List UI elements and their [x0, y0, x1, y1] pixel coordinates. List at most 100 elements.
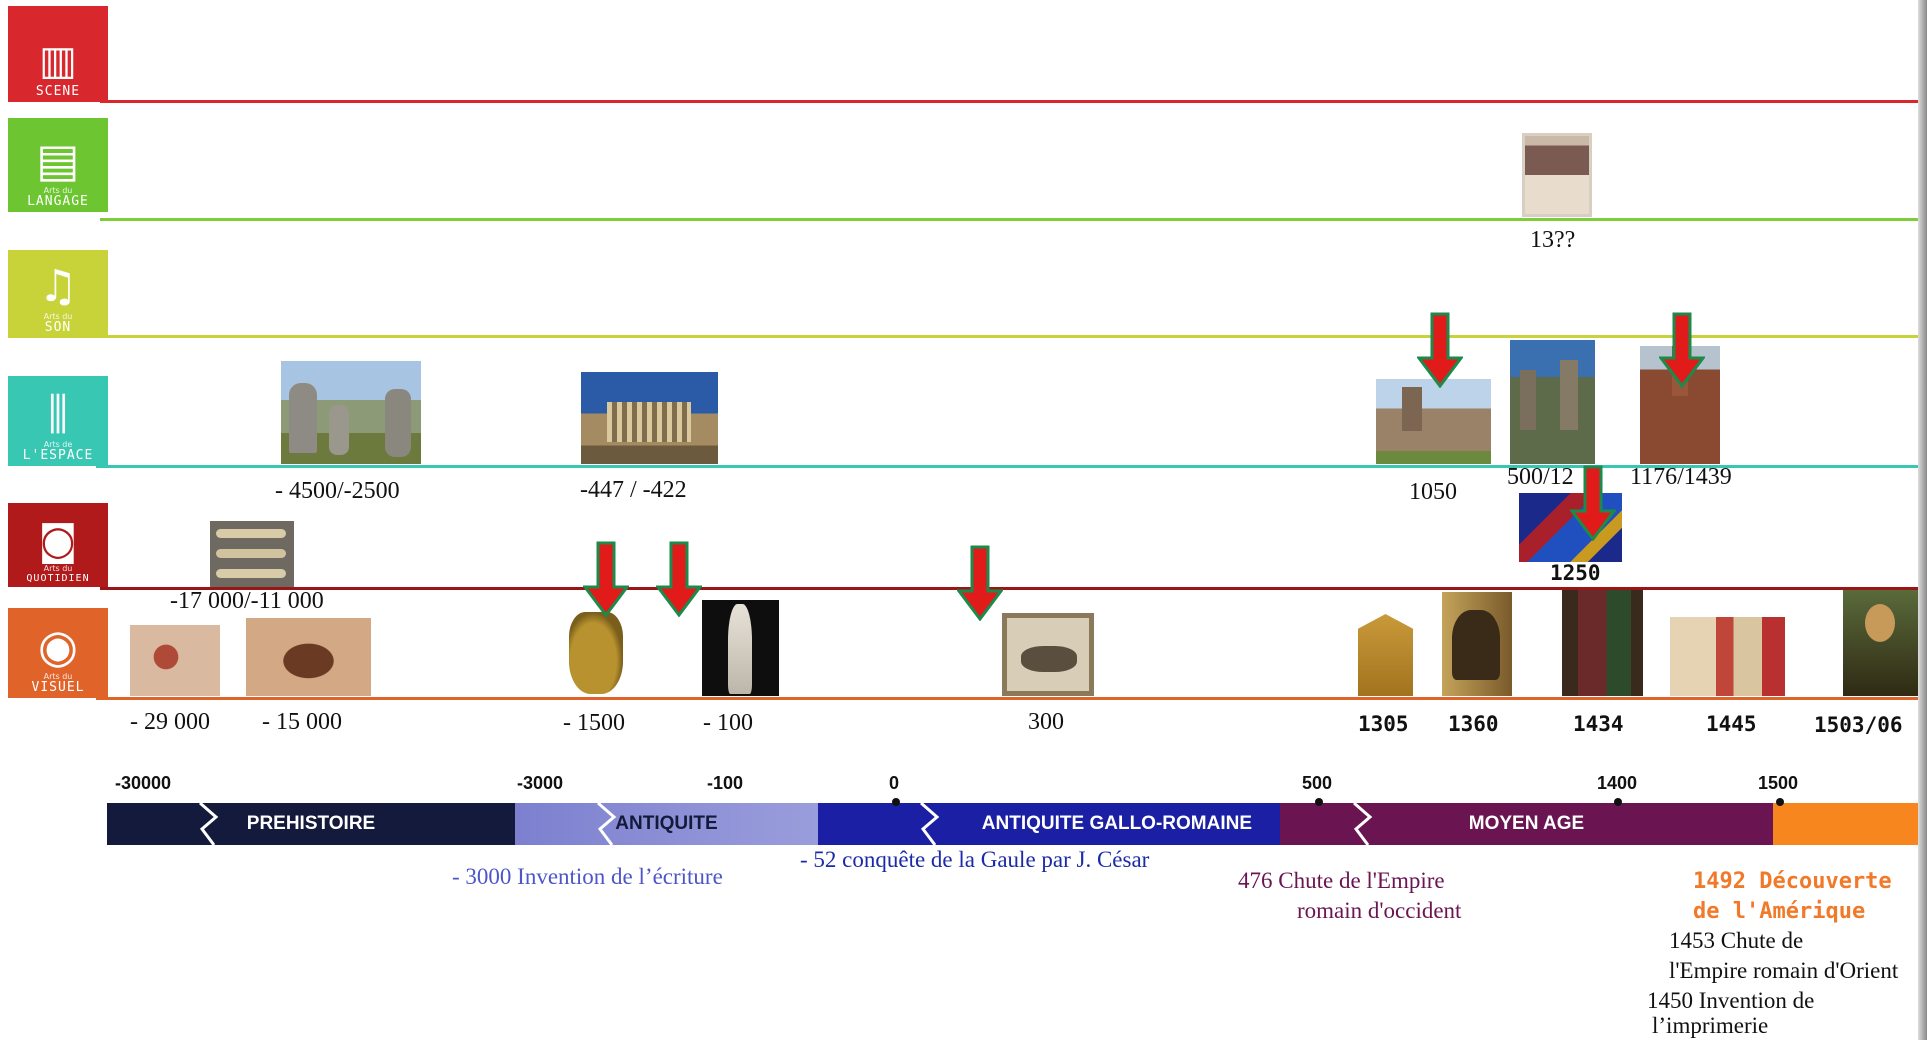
line-quotidien [100, 587, 1927, 590]
timeline-tick: -3000 [517, 773, 564, 793]
era-prehistoire-label: PREHISTOIRE [246, 813, 376, 834]
artwork-annunciation [1670, 617, 1785, 696]
line-scene [100, 100, 1927, 103]
category-visuel-label: VISUEL [31, 679, 85, 695]
category-langage-label: LANGAGE [27, 193, 89, 209]
timeline-tick: -30000 [115, 773, 172, 793]
arrow-down-icon [656, 541, 702, 617]
category-langage-sub: Arts du [43, 185, 73, 195]
date-annunciation: 1445 [1706, 712, 1757, 736]
event-imprimerie-1: 1450 Invention de [1647, 988, 1815, 1013]
timeline-tick: -100 [707, 773, 744, 793]
date-parthenon: -447 / -422 [580, 477, 687, 503]
line-visuel [96, 697, 1927, 700]
date-venus-de-milo: - 100 [703, 710, 753, 736]
date-vase: - 1500 [563, 710, 625, 736]
category-espace-icon: ⫼ Arts de L'ESPACE [8, 376, 108, 466]
artwork-vase [563, 608, 629, 696]
event-empire-orient-2: l'Empire romain d'Orient [1669, 958, 1899, 983]
eye-icon: ◉ [37, 618, 79, 673]
date-mona-lisa: 1503/06 [1814, 713, 1903, 737]
category-espace-sub: Arts de [43, 439, 73, 449]
tick-dot [892, 798, 900, 806]
event-amerique-1: 1492 Découverte [1693, 869, 1892, 894]
arrow-down-icon [957, 545, 1003, 621]
category-visuel-icon: ◉ Arts du VISUEL [8, 608, 108, 698]
category-espace-label: L'ESPACE [22, 447, 94, 463]
category-scene-icon: ▥ SCENE [8, 6, 108, 102]
artwork-mosaic [1002, 613, 1094, 696]
event-empire-orient-1: 1453 Chute de [1669, 928, 1804, 953]
date-cave-hand: - 29 000 [130, 709, 210, 735]
date-lascaux-horse: - 15 000 [262, 709, 342, 735]
timeline-tick: 0 [889, 773, 900, 793]
date-arnolfini: 1434 [1573, 712, 1624, 736]
era-gallo-romaine-label: ANTIQUITE GALLO-ROMAINE [981, 813, 1252, 834]
artwork-carcassonne [1510, 340, 1595, 464]
line-langage [100, 218, 1927, 221]
category-langage-icon: ▤ Arts du LANGAGE [8, 118, 108, 212]
artwork-venus-de-milo [702, 600, 779, 696]
category-quotidien-label: QUOTIDIEN [26, 573, 90, 584]
date-mosaic: 300 [1028, 709, 1064, 735]
timeline-tick: 1500 [1758, 773, 1799, 793]
date-stained-glass: 1250 [1550, 561, 1601, 585]
category-son-sub: Arts du [43, 311, 73, 321]
artwork-altarpiece [1358, 614, 1413, 696]
date-bone-tools: -17 000/-11 000 [170, 588, 324, 614]
artwork-manuscript [1522, 133, 1592, 217]
theater-curtain-icon: ▥ [39, 37, 77, 84]
era-gallo-romaine: ANTIQUITE GALLO-ROMAINE [818, 803, 1280, 845]
era-break-icon [920, 803, 940, 845]
timeline-tick: 1400 [1597, 773, 1638, 793]
era-prehistoire: PREHISTOIRE [107, 803, 515, 845]
date-manuscript: 13?? [1530, 227, 1576, 253]
event-empire-occident-1: 476 Chute de l'Empire [1238, 868, 1445, 893]
artwork-lascaux-horse [246, 618, 371, 696]
artwork-cave-hand [130, 625, 220, 696]
line-son [96, 335, 1927, 338]
tick-dot [1614, 798, 1622, 806]
arrow-down-icon [1570, 465, 1616, 541]
books-icon: ▤ [36, 132, 80, 187]
date-menhirs: - 4500/-2500 [275, 478, 400, 504]
column-icon: ⫼ [47, 388, 69, 440]
artwork-portrait-jean-le-bon [1442, 592, 1512, 696]
era-break-icon [199, 803, 219, 845]
timeline-tick: 500 [1302, 773, 1333, 793]
event-ecriture: - 3000 Invention de l’écriture [452, 864, 723, 889]
date-carcassonne: 500/12 [1507, 464, 1574, 490]
event-empire-occident-2: romain d'occident [1297, 898, 1462, 923]
category-son-icon: ♫ Arts du SON [8, 250, 108, 338]
event-imprimerie-2: l’imprimerie [1652, 1013, 1769, 1038]
right-edge-shadow [1918, 0, 1927, 1040]
event-amerique-2: de l'Amérique [1693, 899, 1866, 924]
artwork-arnolfini [1562, 590, 1643, 696]
category-quotidien-icon: ◙ Arts du QUOTIDIEN [8, 503, 108, 587]
line-espace [96, 465, 1927, 468]
era-antiquite: ANTIQUITE [515, 803, 818, 845]
artwork-church [1376, 379, 1491, 464]
artwork-menhirs [281, 361, 421, 464]
music-note-icon: ♫ [38, 260, 78, 312]
artwork-mona-lisa [1843, 590, 1918, 696]
event-gaule: - 52 conquête de la Gaule par J. César [800, 847, 1150, 872]
category-son-label: SON [44, 319, 72, 335]
arrow-down-icon [1659, 312, 1705, 388]
artwork-bone-tools [210, 521, 294, 587]
tick-dot [1315, 798, 1323, 806]
date-portrait-jean-le-bon: 1360 [1448, 712, 1499, 736]
date-strasbourg-cathedral: 1176/1439 [1630, 464, 1732, 490]
category-visuel-sub: Arts du [43, 671, 73, 681]
arrow-down-icon [583, 541, 629, 617]
date-church: 1050 [1409, 479, 1457, 505]
era-moyen-age-label: MOYEN AGE [1468, 813, 1585, 834]
tick-dot [1776, 798, 1784, 806]
paint-pot-icon: ◙ [38, 518, 78, 564]
category-quotidien-sub: Arts du [43, 564, 73, 573]
category-scene-label: SCENE [35, 83, 81, 99]
era-antiquite-label: ANTIQUITE [615, 813, 718, 834]
date-altarpiece: 1305 [1358, 712, 1409, 736]
arrow-down-icon [1417, 312, 1463, 388]
era-break-icon [1353, 803, 1373, 845]
